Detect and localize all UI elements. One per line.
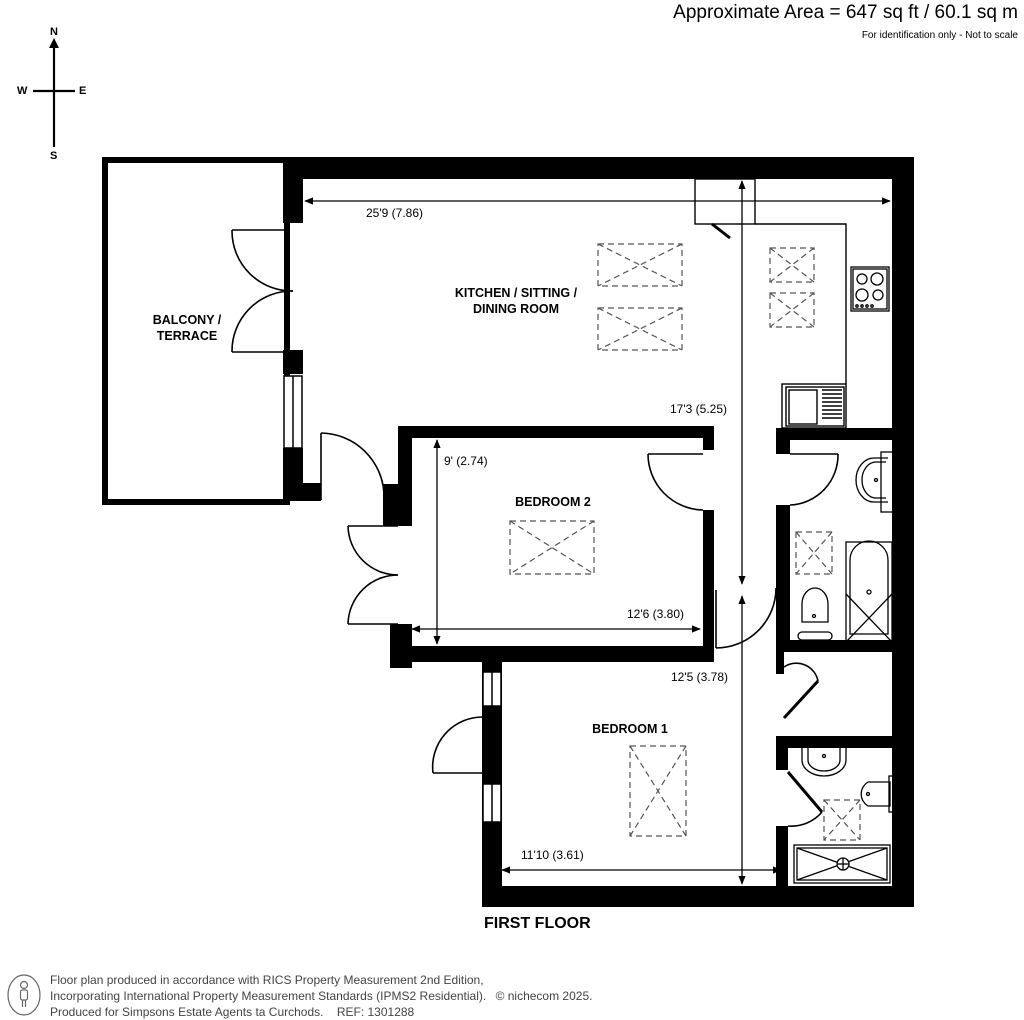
exterior-walls <box>283 157 914 907</box>
compass-north: N <box>50 26 58 38</box>
footer-line-2: Incorporating International Property Mea… <box>50 988 592 1004</box>
hob-icon <box>850 266 890 312</box>
footer-text: Floor plan produced in accordance with R… <box>50 972 592 1020</box>
room-label-line: KITCHEN / SITTING / <box>454 286 578 300</box>
footer-line-2-text: Incorporating International Property Mea… <box>50 989 487 1003</box>
copyright: © nichecom 2025. <box>495 989 593 1003</box>
approximate-area: Approximate Area = 647 sq ft / 60.1 sq m <box>673 2 1018 23</box>
room-label-line: BALCONY / <box>152 313 222 327</box>
room-label-kitchen: KITCHEN / SITTING / DINING ROOM <box>446 285 586 317</box>
room-label-line: DINING ROOM <box>472 302 560 316</box>
reference-number: REF: 1301288 <box>336 1005 415 1019</box>
person-logo-icon <box>7 974 41 1016</box>
footer-line-3-text: Produced for Simpsons Estate Agents ta C… <box>50 1005 324 1019</box>
room-label-line: TERRACE <box>156 329 218 343</box>
dimension-lines <box>304 180 891 885</box>
compass-icon <box>33 38 75 147</box>
dimension-kitchen-width: 25'9 (7.86) <box>366 206 423 220</box>
dimension-kitchen-depth: 17'3 (5.25) <box>670 402 727 416</box>
compass-south: S <box>50 150 58 162</box>
footer-line-1: Floor plan produced in accordance with R… <box>50 973 484 987</box>
compass-east: E <box>79 85 87 97</box>
dimension-bedroom1-depth: 12'5 (3.78) <box>671 670 728 684</box>
dimension-bedroom2-width: 12'6 (3.80) <box>627 607 684 621</box>
room-label-balcony: BALCONY / TERRACE <box>134 312 240 344</box>
bathroom-fittings <box>793 451 895 884</box>
windows <box>283 375 502 823</box>
skylights <box>509 243 861 841</box>
doors <box>231 222 839 827</box>
floor-title: FIRST FLOOR <box>484 915 591 932</box>
compass-west: W <box>17 85 28 97</box>
dimension-bedroom1-width: 11'10 (3.61) <box>521 848 584 862</box>
room-label-bedroom-2: BEDROOM 2 <box>515 495 591 509</box>
dimension-bedroom2-depth: 9' (2.74) <box>444 454 488 468</box>
room-label-bedroom-1: BEDROOM 1 <box>592 722 668 736</box>
scale-note: For identification only - Not to scale <box>861 30 1018 41</box>
footer-line-3: Produced for Simpsons Estate Agents ta C… <box>50 1004 592 1020</box>
